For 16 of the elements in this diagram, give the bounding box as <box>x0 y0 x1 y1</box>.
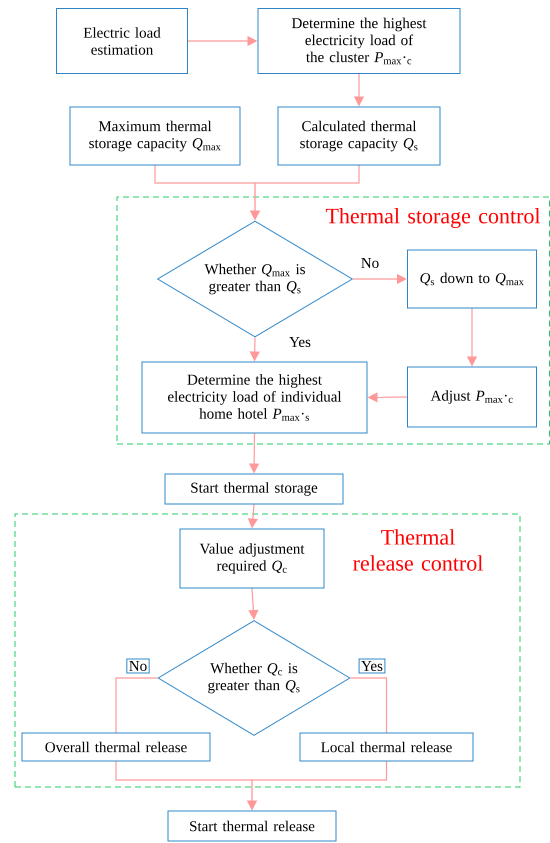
edge-label: Yes <box>287 335 313 349</box>
process-box: Adjust P$_{max}$·$_{c}$ <box>407 366 537 428</box>
process-box: Electric load estimation <box>56 8 188 74</box>
edge-label: No <box>358 256 382 270</box>
process-box: Local thermal release <box>300 732 474 762</box>
process-box: Determine the highest electricity load of individual home hotel P$_{max}$·$_{s}$ <box>142 362 368 434</box>
process-box: Start thermal release <box>168 810 336 842</box>
process-box: Overall thermal release <box>22 732 210 762</box>
process-box: Calculated thermal storage capacity Q$_{s}$ <box>278 106 440 166</box>
process-box: Q$_{s}$ down to Q$_{max}$ <box>407 250 537 308</box>
process-box: Value adjustment required Q$_{c}$ <box>180 528 324 588</box>
process-box: Determine the highest electricity load of the cluster P$_{max}$·$_{c}$ <box>258 8 460 74</box>
process-box: Start thermal storage <box>164 474 344 504</box>
edge-label: Yes <box>358 658 386 674</box>
edge-label: No <box>126 658 150 674</box>
process-box: Maximum thermal storage capacity Q$_{max}$ <box>70 106 240 166</box>
